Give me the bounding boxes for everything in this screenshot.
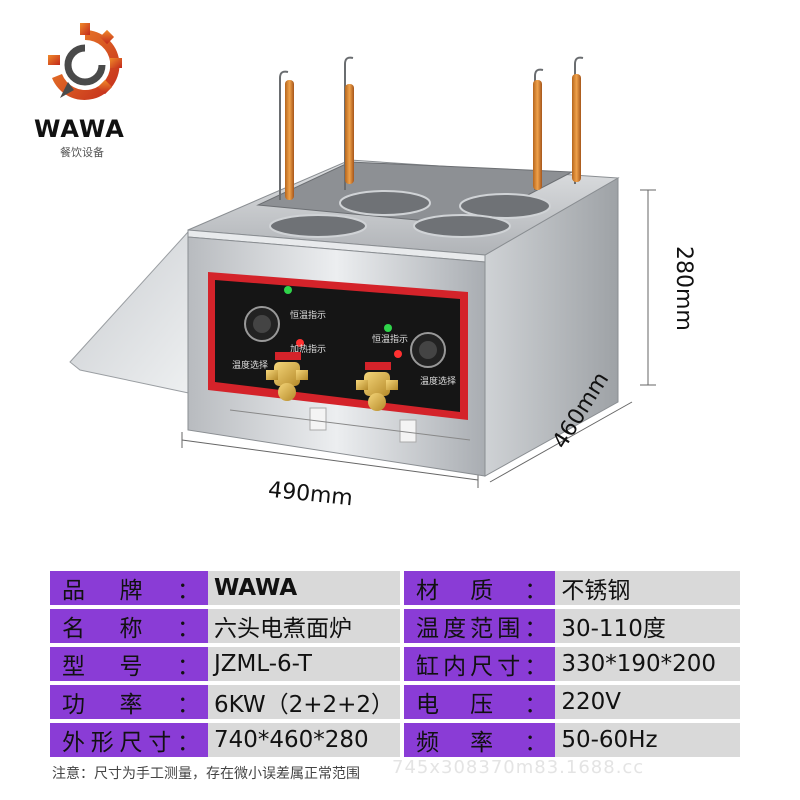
spec-label: 功率：: [50, 685, 208, 719]
height-dimension-label: 280mm: [671, 246, 696, 331]
spec-value: WAWA: [207, 571, 401, 605]
spec-value: JZML-6-T: [207, 647, 401, 681]
gear-logo-icon: [48, 23, 122, 100]
spec-value: 50-60Hz: [555, 723, 740, 757]
spec-value: 740*460*280: [207, 723, 401, 757]
spec-value: 不锈钢: [555, 571, 740, 605]
right-select-label: 温度选择: [420, 375, 456, 387]
logo-subtitle: 餐饮设备: [60, 146, 104, 159]
spec-label: 材质：: [403, 571, 556, 605]
spec-value: 330*190*200: [555, 647, 740, 681]
watermark: 745x308370m83.1688.cc: [392, 757, 645, 778]
left-select-label: 温度选择: [232, 359, 268, 371]
spec-label: 名称：: [50, 609, 208, 643]
spec-gap: [400, 723, 404, 757]
spec-gap: [400, 571, 404, 605]
basket-handles: [279, 56, 584, 200]
spec-value: 30-110度: [555, 609, 740, 643]
brand-logo: WAWA 餐饮设备: [30, 20, 140, 160]
spec-label: 温度范围：: [403, 609, 556, 643]
spec-row: 名称：六头电煮面炉温度范围：30-110度: [50, 609, 740, 643]
spec-label: 外形尺寸：: [50, 723, 208, 757]
spec-label: 品牌：: [50, 571, 208, 605]
spec-label: 型号：: [50, 647, 208, 681]
logo-brand-text: WAWA: [34, 115, 125, 143]
open-lid: [69, 231, 199, 396]
right-drain-valve: [356, 362, 398, 411]
dimension-lines: [181, 189, 656, 488]
spec-gap: [400, 647, 404, 681]
spec-row: 功率：6KW（2+2+2）电压：220V: [50, 685, 740, 719]
noodle-cooker-illustration: 恒温指示 加热指示 温度选择 恒温指示 温度选择: [69, 56, 656, 488]
spec-value: 6KW（2+2+2）: [207, 685, 401, 719]
spec-label: 缸内尺寸：: [403, 647, 556, 681]
spec-value: 六头电煮面炉: [207, 609, 401, 643]
spec-label: 频率：: [403, 723, 556, 757]
measurement-note: 注意：尺寸为手工测量，存在微小误差属正常范围: [52, 766, 360, 782]
left-drain-valve: [266, 352, 308, 401]
spec-value: 220V: [555, 685, 740, 719]
right-indicator-label: 恒温指示: [372, 333, 408, 345]
spec-label: 电压：: [403, 685, 556, 719]
spec-gap: [400, 685, 404, 719]
left-indicator-label: 恒温指示: [290, 309, 326, 321]
spec-gap: [400, 609, 404, 643]
